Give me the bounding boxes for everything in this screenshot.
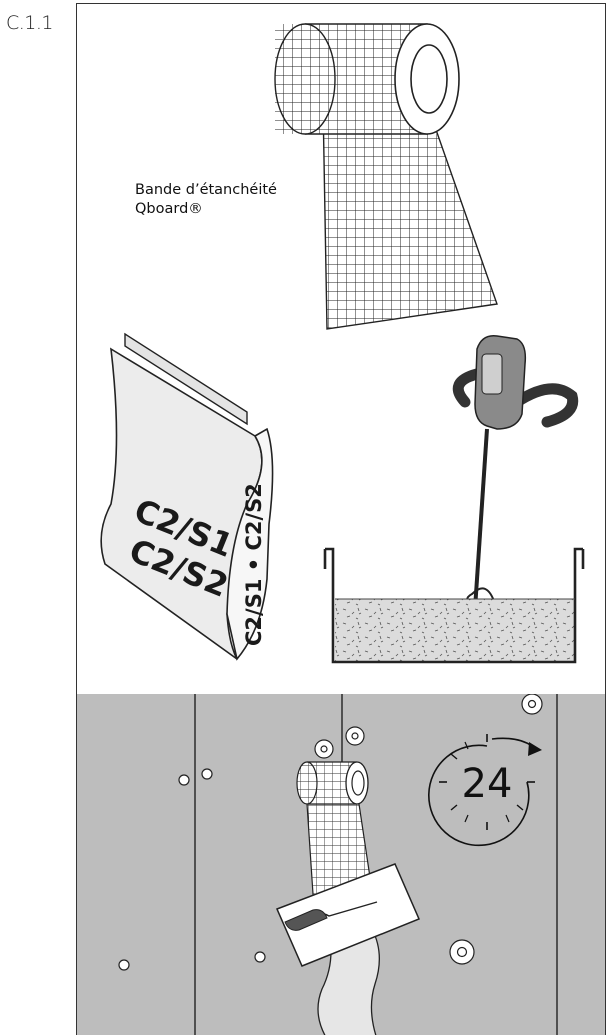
tape-roll-icon [275,24,497,329]
board-wall: 24 [77,694,606,1035]
timer-24h-icon: 24 [429,734,542,845]
mixing-drill-icon [458,336,572,616]
tape-label: Bande d’étanchéité Qboard® [135,181,277,219]
tape-label-line1: Bande d’étanchéité [135,181,277,200]
instruction-panel: C2/S1 C2/S2 C2/S1 • C2/S2 Bande d’étanch… [76,3,606,1035]
adhesive-bag-icon: C2/S1 C2/S2 C2/S1 • C2/S2 [101,334,272,659]
timer-hours: 24 [462,761,513,807]
mixing-bucket-icon [325,549,583,662]
wall-illustration: 24 [77,694,606,1035]
tape-roll-small-icon [297,762,368,804]
bag-side-text: C2/S1 • C2/S2 [242,483,266,646]
upper-illustrations: C2/S1 C2/S2 C2/S1 • C2/S2 [77,4,606,694]
board-joints [195,694,557,1035]
tape-label-line2: Qboard® [135,200,277,219]
step-code: C.1.1 [6,12,53,34]
